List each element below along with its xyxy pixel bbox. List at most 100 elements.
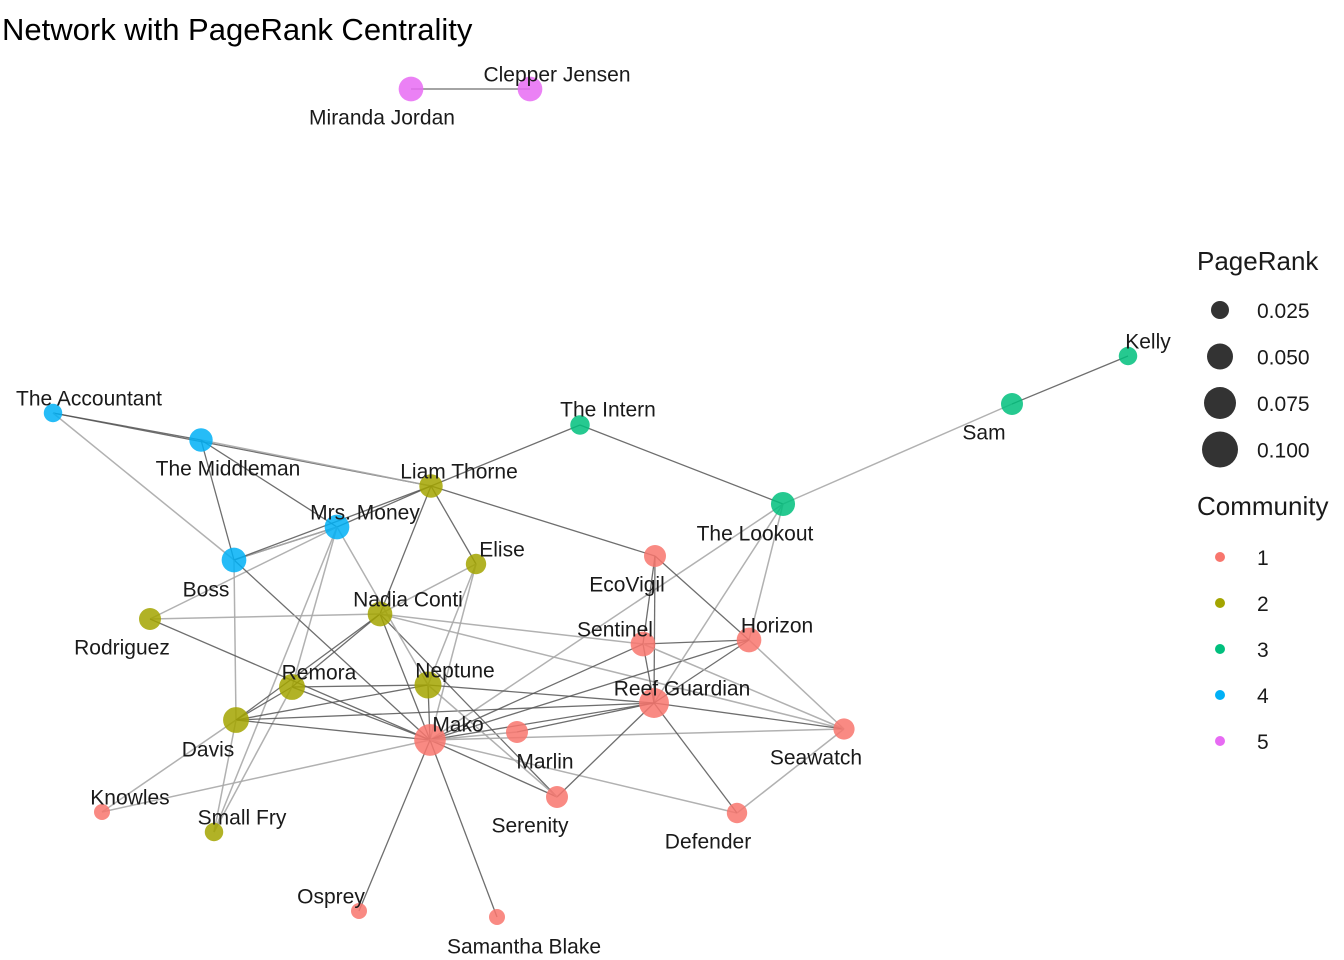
- edge-the-intern-the-lookout: [579, 424, 784, 505]
- edge-ecovigil-horizon: [654, 555, 750, 641]
- edge-reef-guardian-marlin: [516, 702, 655, 733]
- node-label-small-fry: Small Fry: [198, 807, 287, 830]
- node-remora[interactable]: [279, 674, 305, 700]
- node-label-rodriguez: Rodriguez: [74, 637, 170, 660]
- node-kelly[interactable]: [1118, 346, 1138, 366]
- node-davis[interactable]: [223, 707, 249, 733]
- edge-nadia-conti-sentinel: [379, 613, 644, 645]
- node-the-middleman[interactable]: [189, 428, 213, 452]
- edge-mako-reef-guardian: [429, 702, 655, 741]
- community-legend-label-4: 4: [1257, 685, 1269, 708]
- node-marlin[interactable]: [506, 721, 528, 743]
- edge-the-middleman-boss: [200, 439, 235, 561]
- node-label-mako: Mako: [432, 714, 483, 737]
- pagerank-legend-key-1: [1207, 343, 1233, 370]
- node-boss[interactable]: [221, 547, 247, 573]
- node-mrs-money[interactable]: [324, 514, 350, 540]
- edge-mako-seawatch: [429, 728, 845, 741]
- node-label-elise: Elise: [479, 539, 525, 562]
- edges-layer: [52, 88, 1129, 918]
- edge-nadia-conti-seawatch: [379, 613, 845, 730]
- edge-remora-small-fry: [213, 686, 293, 833]
- edge-the-lookout-mako: [429, 503, 784, 741]
- edge-sentinel-horizon: [642, 639, 750, 645]
- edge-reef-guardian-seawatch: [653, 702, 845, 730]
- edge-mrs-money-small-fry: [213, 526, 338, 833]
- node-miranda-jordan[interactable]: [398, 76, 424, 102]
- edge-liam-thorne-ecovigil: [430, 485, 656, 557]
- node-nadia-conti[interactable]: [367, 601, 393, 627]
- node-small-fry[interactable]: [204, 822, 224, 842]
- node-horizon[interactable]: [736, 627, 762, 653]
- edge-mrs-money-remora: [291, 526, 338, 688]
- node-label-samantha-blake: Samantha Blake: [447, 936, 601, 959]
- edge-remora-neptune: [291, 684, 429, 688]
- node-mako[interactable]: [414, 724, 446, 756]
- node-label-reef-guardian: Reef Guardian: [614, 678, 751, 701]
- edge-remora-mako: [291, 686, 431, 741]
- edge-mrs-money-boss: [233, 526, 338, 561]
- node-reef-guardian[interactable]: [639, 688, 669, 718]
- edge-mako-sentinel: [429, 643, 644, 741]
- node-rodriguez[interactable]: [139, 608, 161, 630]
- node-ecovigil[interactable]: [644, 545, 666, 567]
- edge-boss-davis: [233, 559, 237, 721]
- node-seawatch[interactable]: [833, 718, 855, 740]
- edge-reef-guardian-horizon: [653, 639, 750, 704]
- node-sam[interactable]: [1001, 393, 1023, 415]
- edge-the-middleman-mrs-money: [200, 439, 338, 528]
- edge-elise-nadia-conti: [379, 563, 477, 615]
- community-legend-key-5: [1215, 736, 1225, 746]
- node-knowles[interactable]: [94, 804, 110, 820]
- edge-liam-thorne-elise: [430, 485, 477, 565]
- edge-sam-the-lookout: [782, 403, 1013, 505]
- edge-mrs-money-rodriguez: [149, 526, 338, 620]
- edge-mako-horizon: [429, 639, 750, 741]
- edge-nadia-conti-davis: [235, 613, 381, 721]
- edge-mako-serenity: [429, 739, 558, 798]
- node-elise[interactable]: [465, 553, 487, 575]
- community-legend-key-3: [1215, 644, 1225, 654]
- community-legend-label-1: 1: [1257, 547, 1269, 570]
- node-clepper-jensen[interactable]: [517, 76, 543, 102]
- edge-the-accountant-boss: [52, 412, 235, 561]
- edge-nadia-conti-serenity: [379, 613, 558, 798]
- edge-knowles-mako: [101, 739, 431, 813]
- node-the-accountant[interactable]: [43, 403, 63, 423]
- node-label-seawatch: Seawatch: [770, 747, 862, 770]
- node-label-marlin: Marlin: [516, 751, 573, 774]
- node-defender[interactable]: [726, 802, 748, 824]
- node-samantha-blake[interactable]: [489, 909, 505, 925]
- edge-mako-osprey: [358, 739, 431, 912]
- edge-horizon-seawatch: [748, 639, 845, 730]
- pagerank-legend-label-3: 0.100: [1257, 440, 1310, 463]
- node-label-mrs-money: Mrs. Money: [310, 502, 420, 525]
- node-serenity[interactable]: [546, 786, 568, 808]
- node-osprey[interactable]: [351, 903, 367, 919]
- edge-neptune-davis: [235, 684, 429, 721]
- node-sentinel[interactable]: [630, 631, 656, 657]
- node-label-ecovigil: EcoVigil: [589, 574, 665, 597]
- node-label-remora: Remora: [282, 662, 357, 685]
- node-label-osprey: Osprey: [297, 886, 365, 909]
- edge-reef-guardian-ecovigil: [653, 555, 656, 704]
- edge-nadia-conti-remora: [291, 613, 381, 688]
- node-label-the-accountant: The Accountant: [16, 388, 162, 411]
- community-legend-key-4: [1215, 690, 1225, 700]
- community-legend-key-2: [1215, 598, 1225, 608]
- pagerank-legend-key-2: [1204, 387, 1236, 419]
- community-legend-key-1: [1215, 552, 1225, 562]
- edge-the-lookout-reef-guardian: [653, 503, 784, 704]
- node-label-the-intern: The Intern: [560, 399, 656, 422]
- node-the-lookout[interactable]: [770, 491, 796, 517]
- community-legend-label-3: 3: [1257, 639, 1269, 662]
- edge-reef-guardian-serenity: [556, 702, 655, 798]
- node-neptune[interactable]: [414, 671, 442, 699]
- edge-mrs-money-liam-thorne: [336, 485, 432, 528]
- node-the-intern[interactable]: [570, 415, 590, 435]
- edge-mako-defender: [429, 739, 738, 814]
- node-label-defender: Defender: [665, 831, 751, 854]
- community-legend-label-2: 2: [1257, 593, 1269, 616]
- node-liam-thorne[interactable]: [419, 474, 443, 498]
- pagerank-legend-label-2: 0.075: [1257, 393, 1310, 416]
